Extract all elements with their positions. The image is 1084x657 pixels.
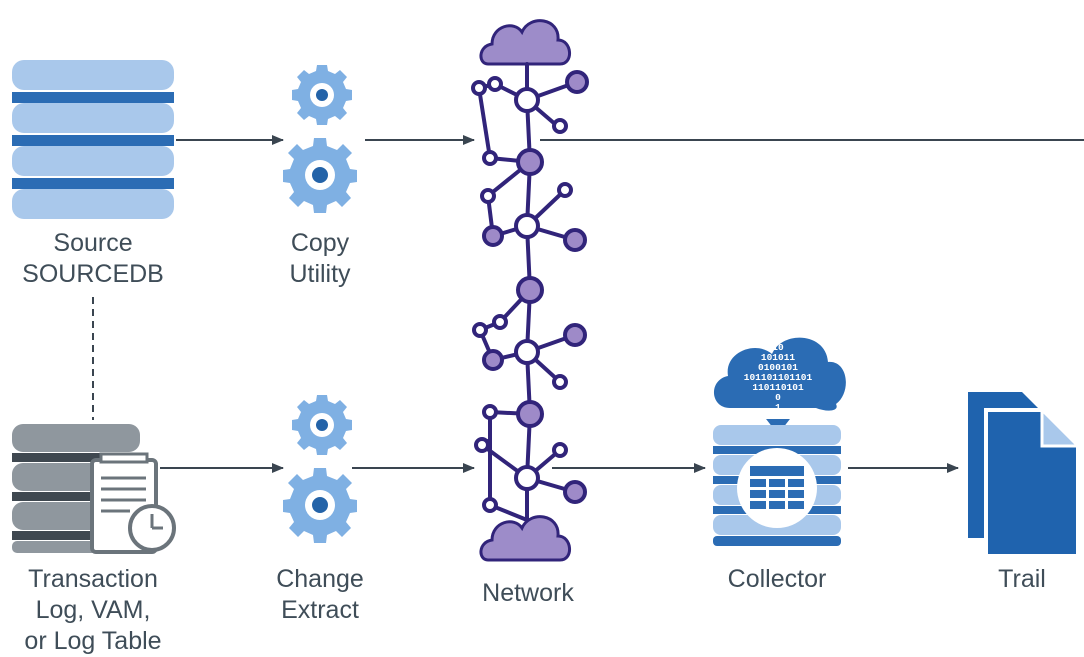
collector-label: Collector [727,565,827,593]
connectors [92,135,1084,473]
transaction-log-label-line3: or Log Table [24,627,162,655]
binary-digit-line: 0100101 [758,362,798,373]
change-extract-label-line2: Extract [281,596,359,624]
documents-icon [968,392,1082,558]
gears-icon [283,65,357,213]
binary-digit-line: 110110101 [752,382,804,393]
copy-utility-label: Copy Utility [250,228,390,290]
cloud-icon [479,19,571,66]
copy-utility-label-line2: Utility [289,260,351,288]
source-label: Source SOURCEDB [0,228,186,290]
source-label-line2: SOURCEDB [22,260,164,288]
collector-database-icon: 101010110100101101101101101110110101010 [713,337,846,546]
binary-digit-line: 1 [775,402,781,413]
binary-digit-line: 0 [775,392,781,403]
change-extract-label-line1: Change [276,565,364,593]
binary-digit-line: 10 [772,342,784,353]
database-log-clock-icon [12,424,176,554]
database-icon [12,60,174,219]
transaction-log-label-line2: Log, VAM, [35,596,151,624]
gears-icon [283,395,357,543]
change-extract-label: Change Extract [250,564,390,626]
transaction-log-label-line1: Transaction [28,565,158,593]
transaction-log-label: Transaction Log, VAM, or Log Table [0,564,186,657]
copy-utility-label-line1: Copy [290,229,350,257]
source-label-line1: Source [53,229,133,257]
network-mesh-icon [471,19,589,562]
trail-label: Trail [998,565,1046,593]
binary-digit-line: 101101101101 [744,372,813,383]
cloud-icon [479,515,571,562]
network-label: Network [482,579,574,607]
binary-cloud-icon [713,337,846,411]
binary-digit-line: 101011 [761,352,796,363]
